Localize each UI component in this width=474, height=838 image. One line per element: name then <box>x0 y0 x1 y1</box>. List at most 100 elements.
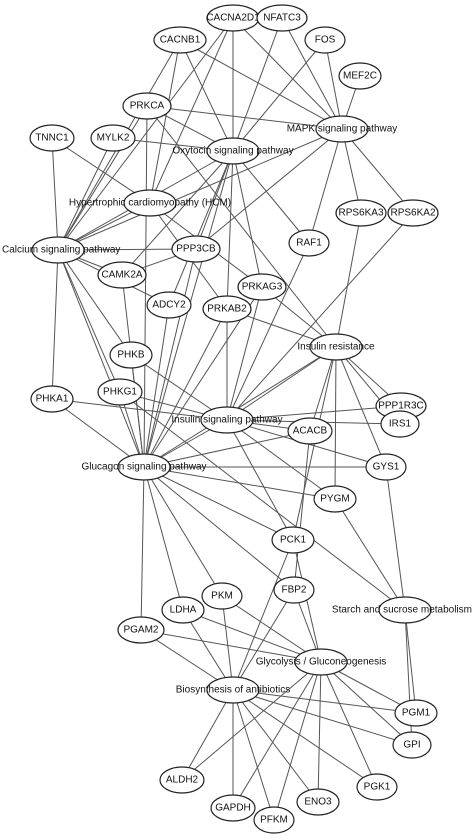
edge-phka1-insulinsig <box>51 398 228 421</box>
node-rps6ka2: RPS6KA2 <box>387 199 439 227</box>
edge-oxytocin-ppp3cb <box>195 150 234 250</box>
node-ellipse <box>206 137 260 165</box>
edge-adcy2-glucagon <box>143 304 170 468</box>
edge-prkag3-insulinsig <box>226 286 263 421</box>
node-mylk2: MYLK2 <box>90 124 136 152</box>
node-prkag3: PRKAG3 <box>237 273 287 301</box>
node-ellipse <box>31 236 85 264</box>
node-rps6ka3: RPS6KA3 <box>335 199 387 227</box>
edge-biosynth-pgk1 <box>232 689 378 788</box>
edge-prkab2-glucagon <box>143 308 228 468</box>
node-insulinsig: Insulin signaling pathway <box>171 406 283 434</box>
node-label: PPP1R3C <box>378 401 424 412</box>
node-cacna2d1: CACNA2D1 <box>206 4 260 32</box>
node-label: PFKM <box>260 815 288 826</box>
node-ellipse <box>122 92 172 120</box>
edge-oxytocin-adcy2 <box>168 150 234 306</box>
node-aldh2: ALDH2 <box>159 766 205 794</box>
edge-cacna2d1-hcm <box>149 17 234 204</box>
node-ellipse <box>171 235 221 263</box>
node-gapdh: GAPDH <box>210 794 256 822</box>
edge-glucagon-pkm <box>143 466 223 597</box>
edge-biosynth-pgm1 <box>232 689 417 714</box>
edge-glucagon-pgam2 <box>140 466 145 631</box>
node-oxytocin: Oxytocin signaling pathway <box>172 137 294 165</box>
edge-prkca-glucagon <box>143 105 148 468</box>
node-ellipse <box>237 273 287 301</box>
node-acacb: ACACB <box>287 417 333 445</box>
edge-phkg1-starch <box>119 391 406 611</box>
edge-insulinres-glucagon <box>143 346 337 468</box>
node-label: MEF2C <box>343 71 377 82</box>
node-ellipse <box>392 731 432 759</box>
edge-cacna2d1-mapk <box>232 17 343 130</box>
node-ellipse <box>313 485 357 513</box>
node-irs1: IRS1 <box>380 410 420 438</box>
edge-calcium-phka1 <box>51 249 59 400</box>
edge-mapk-rps6ka2 <box>341 128 414 214</box>
edge-phkb-glucagon <box>130 354 145 468</box>
node-mef2c: MEF2C <box>338 62 382 90</box>
node-pck1: PCK1 <box>271 526 315 554</box>
node-starch: Starch and sucrose metabolism <box>332 596 472 624</box>
edge-mapk-calcium <box>57 128 343 251</box>
edge-prkca-insulinres <box>146 105 337 348</box>
node-ellipse <box>30 385 74 413</box>
edge-mapk-rps6ka3 <box>341 128 362 214</box>
edge-ldha-biosynth <box>182 609 234 691</box>
node-label: Insulin signaling pathway <box>171 415 282 426</box>
node-camk2a: CAMK2A <box>97 261 147 289</box>
edge-pygm-starch <box>334 498 406 611</box>
edge-prkca-calcium <box>57 105 148 251</box>
node-label: Biosynthesis of antibiotics <box>176 685 291 696</box>
node-hcm: Hypertrophic cardiomyopathy (HCM) <box>69 189 231 217</box>
node-label: PGAM2 <box>123 625 158 636</box>
node-label: GYS1 <box>373 462 400 473</box>
node-ellipse <box>304 26 346 54</box>
node-prkca: PRKCA <box>122 92 172 120</box>
node-phka1: PHKA1 <box>30 385 74 413</box>
node-pgk1: PGK1 <box>356 773 398 801</box>
edge-ppp3cb-glucagon <box>143 248 197 468</box>
node-label: LDHA <box>170 605 197 616</box>
node-ellipse <box>123 189 177 217</box>
edge-pck1-biosynth <box>232 539 294 691</box>
edge-mylk2-calcium <box>57 137 114 251</box>
edge-glycolysis-pfkm <box>273 661 322 821</box>
node-label: Oxytocin signaling pathway <box>172 146 293 157</box>
node-label: PKM <box>211 591 233 602</box>
edge-raf1-insulinsig <box>226 242 310 421</box>
edge-pkm-biosynth <box>221 595 234 691</box>
node-ellipse <box>378 596 432 624</box>
edge-cacnb1-hcm <box>149 39 181 204</box>
node-gys1: GYS1 <box>365 453 407 481</box>
node-ellipse <box>210 794 256 822</box>
node-label: PRKCA <box>130 101 165 112</box>
node-label: FBP2 <box>281 585 306 596</box>
node-ellipse <box>296 788 340 816</box>
node-nfatc3: NFATC3 <box>256 4 308 32</box>
node-gpi: GPI <box>392 731 432 759</box>
node-ellipse <box>206 676 260 704</box>
edge-insulinres-acacb <box>309 346 337 432</box>
node-ellipse <box>201 582 243 610</box>
node-insulinres: Insulin resistance <box>297 333 375 361</box>
edge-biosynth-eno3 <box>232 689 319 803</box>
edge-pgam2-glycolysis <box>140 629 322 663</box>
node-ellipse <box>338 62 382 90</box>
node-ellipse <box>97 378 143 406</box>
edge-starch-pgm1 <box>404 609 417 714</box>
node-label: NFATC3 <box>263 13 301 24</box>
edge-cacna2d1-calcium <box>57 17 234 251</box>
node-tnnc1: TNNC1 <box>29 124 75 152</box>
edge-calcium-phkb <box>57 249 132 356</box>
node-ellipse <box>253 806 295 834</box>
edge-gys1-starch <box>385 466 406 611</box>
node-mapk: MAPK signaling pathway <box>287 115 397 143</box>
edge-tnnc1-calcium <box>51 137 59 251</box>
node-biosynth: Biosynthesis of antibiotics <box>176 676 291 704</box>
node-label: PHKB <box>117 350 145 361</box>
